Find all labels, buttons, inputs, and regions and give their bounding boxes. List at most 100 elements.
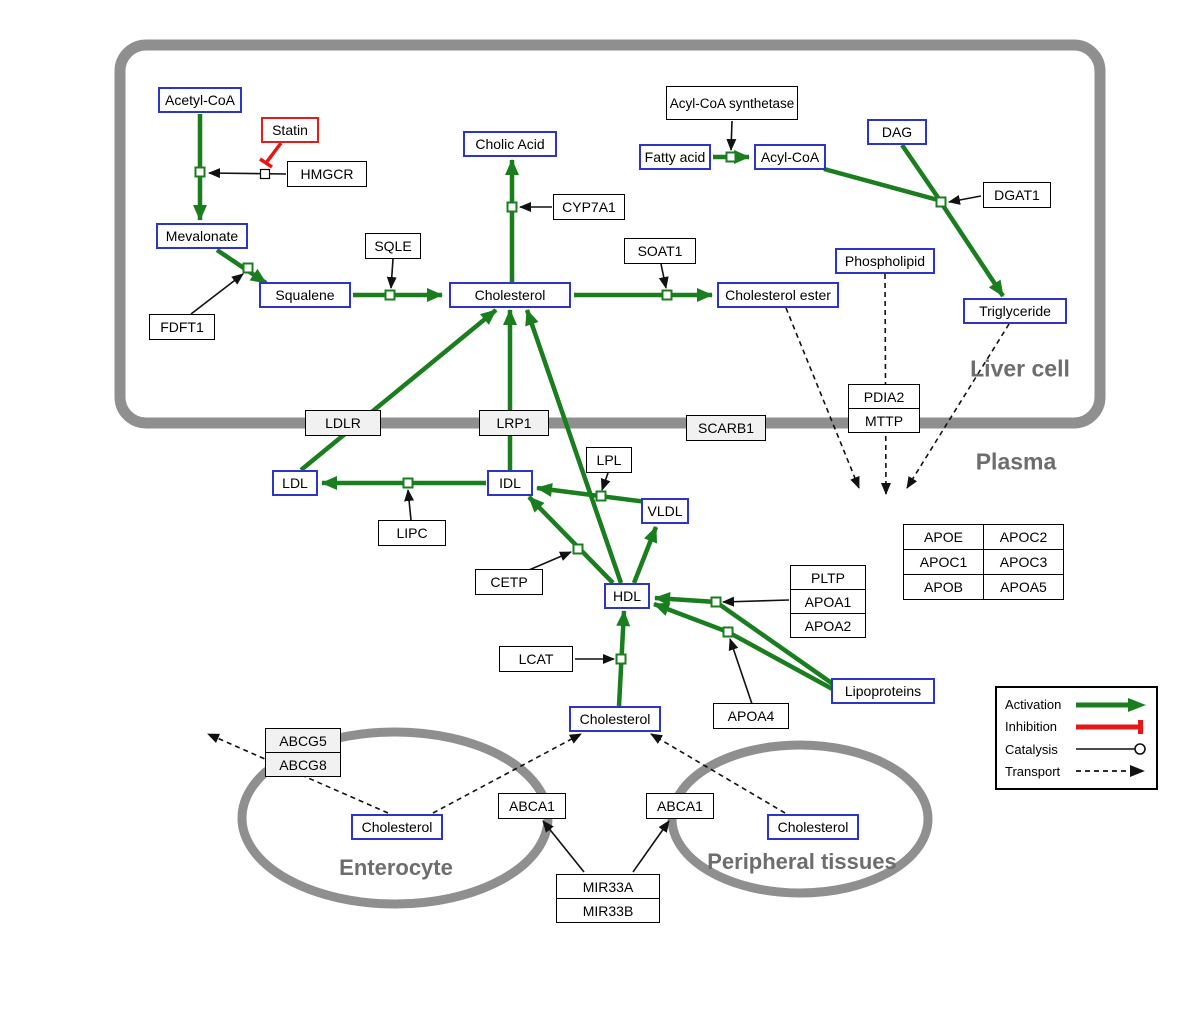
reaction-node (615, 653, 627, 665)
edge-enterocyte-cholesterol-efflux-abcg (207, 733, 389, 814)
node-mir33b[interactable]: MIR33B (556, 898, 660, 923)
node-abcg5[interactable]: ABCG5 (265, 728, 341, 753)
pltp-apoa-stack: PLTP APOA1 APOA2 (790, 565, 866, 638)
edge-layer (190, 114, 1010, 873)
node-apoc2[interactable]: APOC2 (983, 524, 1064, 550)
edge-hdl-to-cholesterol (524, 309, 624, 584)
node-sqle[interactable]: SQLE (365, 233, 421, 259)
node-hmgcr[interactable]: HMGCR (287, 161, 367, 187)
activation-arrow-icon (1076, 697, 1146, 712)
legend-inhibition-label: Inhibition (1005, 719, 1058, 735)
node-hdl[interactable]: HDL (604, 583, 650, 609)
apolipoprotein-table: APOE APOC2 APOC1 APOC3 APOB APOA5 (903, 524, 1064, 600)
node-acyl-coa-synthetase[interactable]: Acyl-CoA synthetase (666, 86, 798, 120)
edge-lipc-catalysis (404, 489, 415, 521)
node-abca1-left[interactable]: ABCA1 (498, 793, 566, 819)
legend-row-inhibition: Inhibition (1005, 716, 1148, 737)
node-cyp7a1[interactable]: CYP7A1 (553, 194, 625, 220)
edge-enterocyte-cholesterol-to-plasma (432, 733, 582, 814)
node-abca1-right[interactable]: ABCA1 (646, 793, 714, 819)
legend: Activation Inhibition Catalysis Transpor… (995, 686, 1158, 790)
edge-acyl-coa-to-dgat-node (823, 166, 939, 203)
edge-cetp-catalysis (528, 551, 572, 571)
peripheral-tissues-label: Peripheral tissues (707, 849, 897, 874)
node-apoa2[interactable]: APOA2 (790, 613, 866, 638)
node-ldl[interactable]: LDL (272, 470, 318, 496)
edge-fdft1-catalysis (190, 273, 244, 315)
edge-lpl-catalysis (600, 472, 611, 491)
reaction-node (384, 289, 396, 301)
edge-sqle-catalysis (386, 258, 397, 289)
node-cholesterol-ester[interactable]: Cholesterol ester (717, 282, 839, 308)
node-cholesterol-plasma[interactable]: Cholesterol (569, 706, 661, 732)
node-ldlr[interactable]: LDLR (305, 410, 381, 436)
node-dag[interactable]: DAG (867, 119, 927, 145)
node-dgat1[interactable]: DGAT1 (983, 182, 1051, 208)
edge-mir33-to-abca1-left (542, 820, 585, 873)
plasma-label: Plasma (975, 448, 1057, 475)
node-squalene[interactable]: Squalene (259, 282, 351, 308)
node-mevalonate[interactable]: Mevalonate (156, 223, 248, 249)
node-lipc[interactable]: LIPC (378, 520, 446, 546)
reaction-node (661, 289, 673, 301)
node-triglyceride[interactable]: Triglyceride (963, 298, 1067, 324)
edge-hdl-to-vldl (631, 526, 659, 584)
edge-apoa-stack-catalysis (722, 596, 790, 607)
node-fatty-acid[interactable]: Fatty acid (639, 144, 711, 170)
node-scarb1[interactable]: SCARB1 (686, 415, 766, 441)
legend-catalysis-label: Catalysis (1005, 741, 1058, 757)
node-apoc1[interactable]: APOC1 (903, 549, 984, 575)
node-soat1[interactable]: SOAT1 (624, 238, 696, 264)
edge-apoa4-catalysis (728, 638, 753, 705)
node-lcat[interactable]: LCAT (499, 646, 573, 672)
node-cholesterol-enterocyte[interactable]: Cholesterol (351, 814, 443, 840)
node-lrp1[interactable]: LRP1 (479, 410, 549, 436)
edge-acyl-coa-synthetase-catalysis (726, 120, 737, 151)
edge-dgat-node-to-triglyceride (940, 202, 1005, 298)
node-cholic-acid[interactable]: Cholic Acid (463, 131, 557, 157)
node-statin[interactable]: Statin (261, 117, 319, 143)
node-vldl[interactable]: VLDL (641, 498, 689, 524)
node-apoa5[interactable]: APOA5 (983, 574, 1064, 600)
reaction-node (194, 166, 206, 178)
reaction-node (725, 151, 737, 163)
reaction-node (722, 626, 734, 638)
reaction-node (935, 196, 947, 208)
edge-dgat1-catalysis (948, 195, 982, 205)
edge-statin-inhibition-bar (259, 157, 273, 169)
node-apoa1[interactable]: APOA1 (790, 589, 866, 614)
node-acyl-coa[interactable]: Acyl-CoA (754, 144, 826, 170)
pdia2-mttp-stack: PDIA2 MTTP (848, 384, 920, 433)
node-lpl[interactable]: LPL (586, 447, 632, 473)
node-acetyl-coa[interactable]: Acetyl-CoA (158, 87, 242, 113)
node-lipoproteins[interactable]: Lipoproteins (831, 678, 935, 704)
node-pdia2[interactable]: PDIA2 (848, 384, 920, 409)
node-mttp[interactable]: MTTP (848, 408, 920, 433)
transport-dashed-arrow-icon (1076, 765, 1145, 778)
node-apoe[interactable]: APOE (903, 524, 984, 550)
node-cholesterol-peripheral[interactable]: Cholesterol (767, 814, 859, 840)
node-idl[interactable]: IDL (487, 470, 533, 496)
node-cholesterol-liver[interactable]: Cholesterol (449, 282, 571, 308)
node-cetp[interactable]: CETP (475, 569, 543, 595)
catalysis-circle-icon (1076, 743, 1146, 755)
legend-transport-label: Transport (1005, 763, 1061, 779)
reaction-node (572, 543, 584, 555)
reaction-node (506, 201, 518, 213)
edge-mir33-to-abca1-right (632, 820, 670, 873)
node-phospholipid[interactable]: Phospholipid (835, 248, 935, 274)
reaction-node (710, 596, 722, 608)
node-pltp[interactable]: PLTP (790, 565, 866, 590)
node-fdft1[interactable]: FDFT1 (149, 314, 215, 340)
mir33-stack: MIR33A MIR33B (556, 874, 660, 923)
node-abcg8[interactable]: ABCG8 (265, 752, 341, 777)
enterocyte-label: Enterocyte (339, 855, 453, 880)
inhibition-tbar-icon (1076, 719, 1143, 734)
node-apoa4[interactable]: APOA4 (713, 703, 789, 729)
liver-cell-label: Liver cell (970, 355, 1070, 382)
node-mir33a[interactable]: MIR33A (556, 874, 660, 899)
node-apoc3[interactable]: APOC3 (983, 549, 1064, 575)
reaction-node (402, 477, 414, 489)
node-apob[interactable]: APOB (903, 574, 984, 600)
